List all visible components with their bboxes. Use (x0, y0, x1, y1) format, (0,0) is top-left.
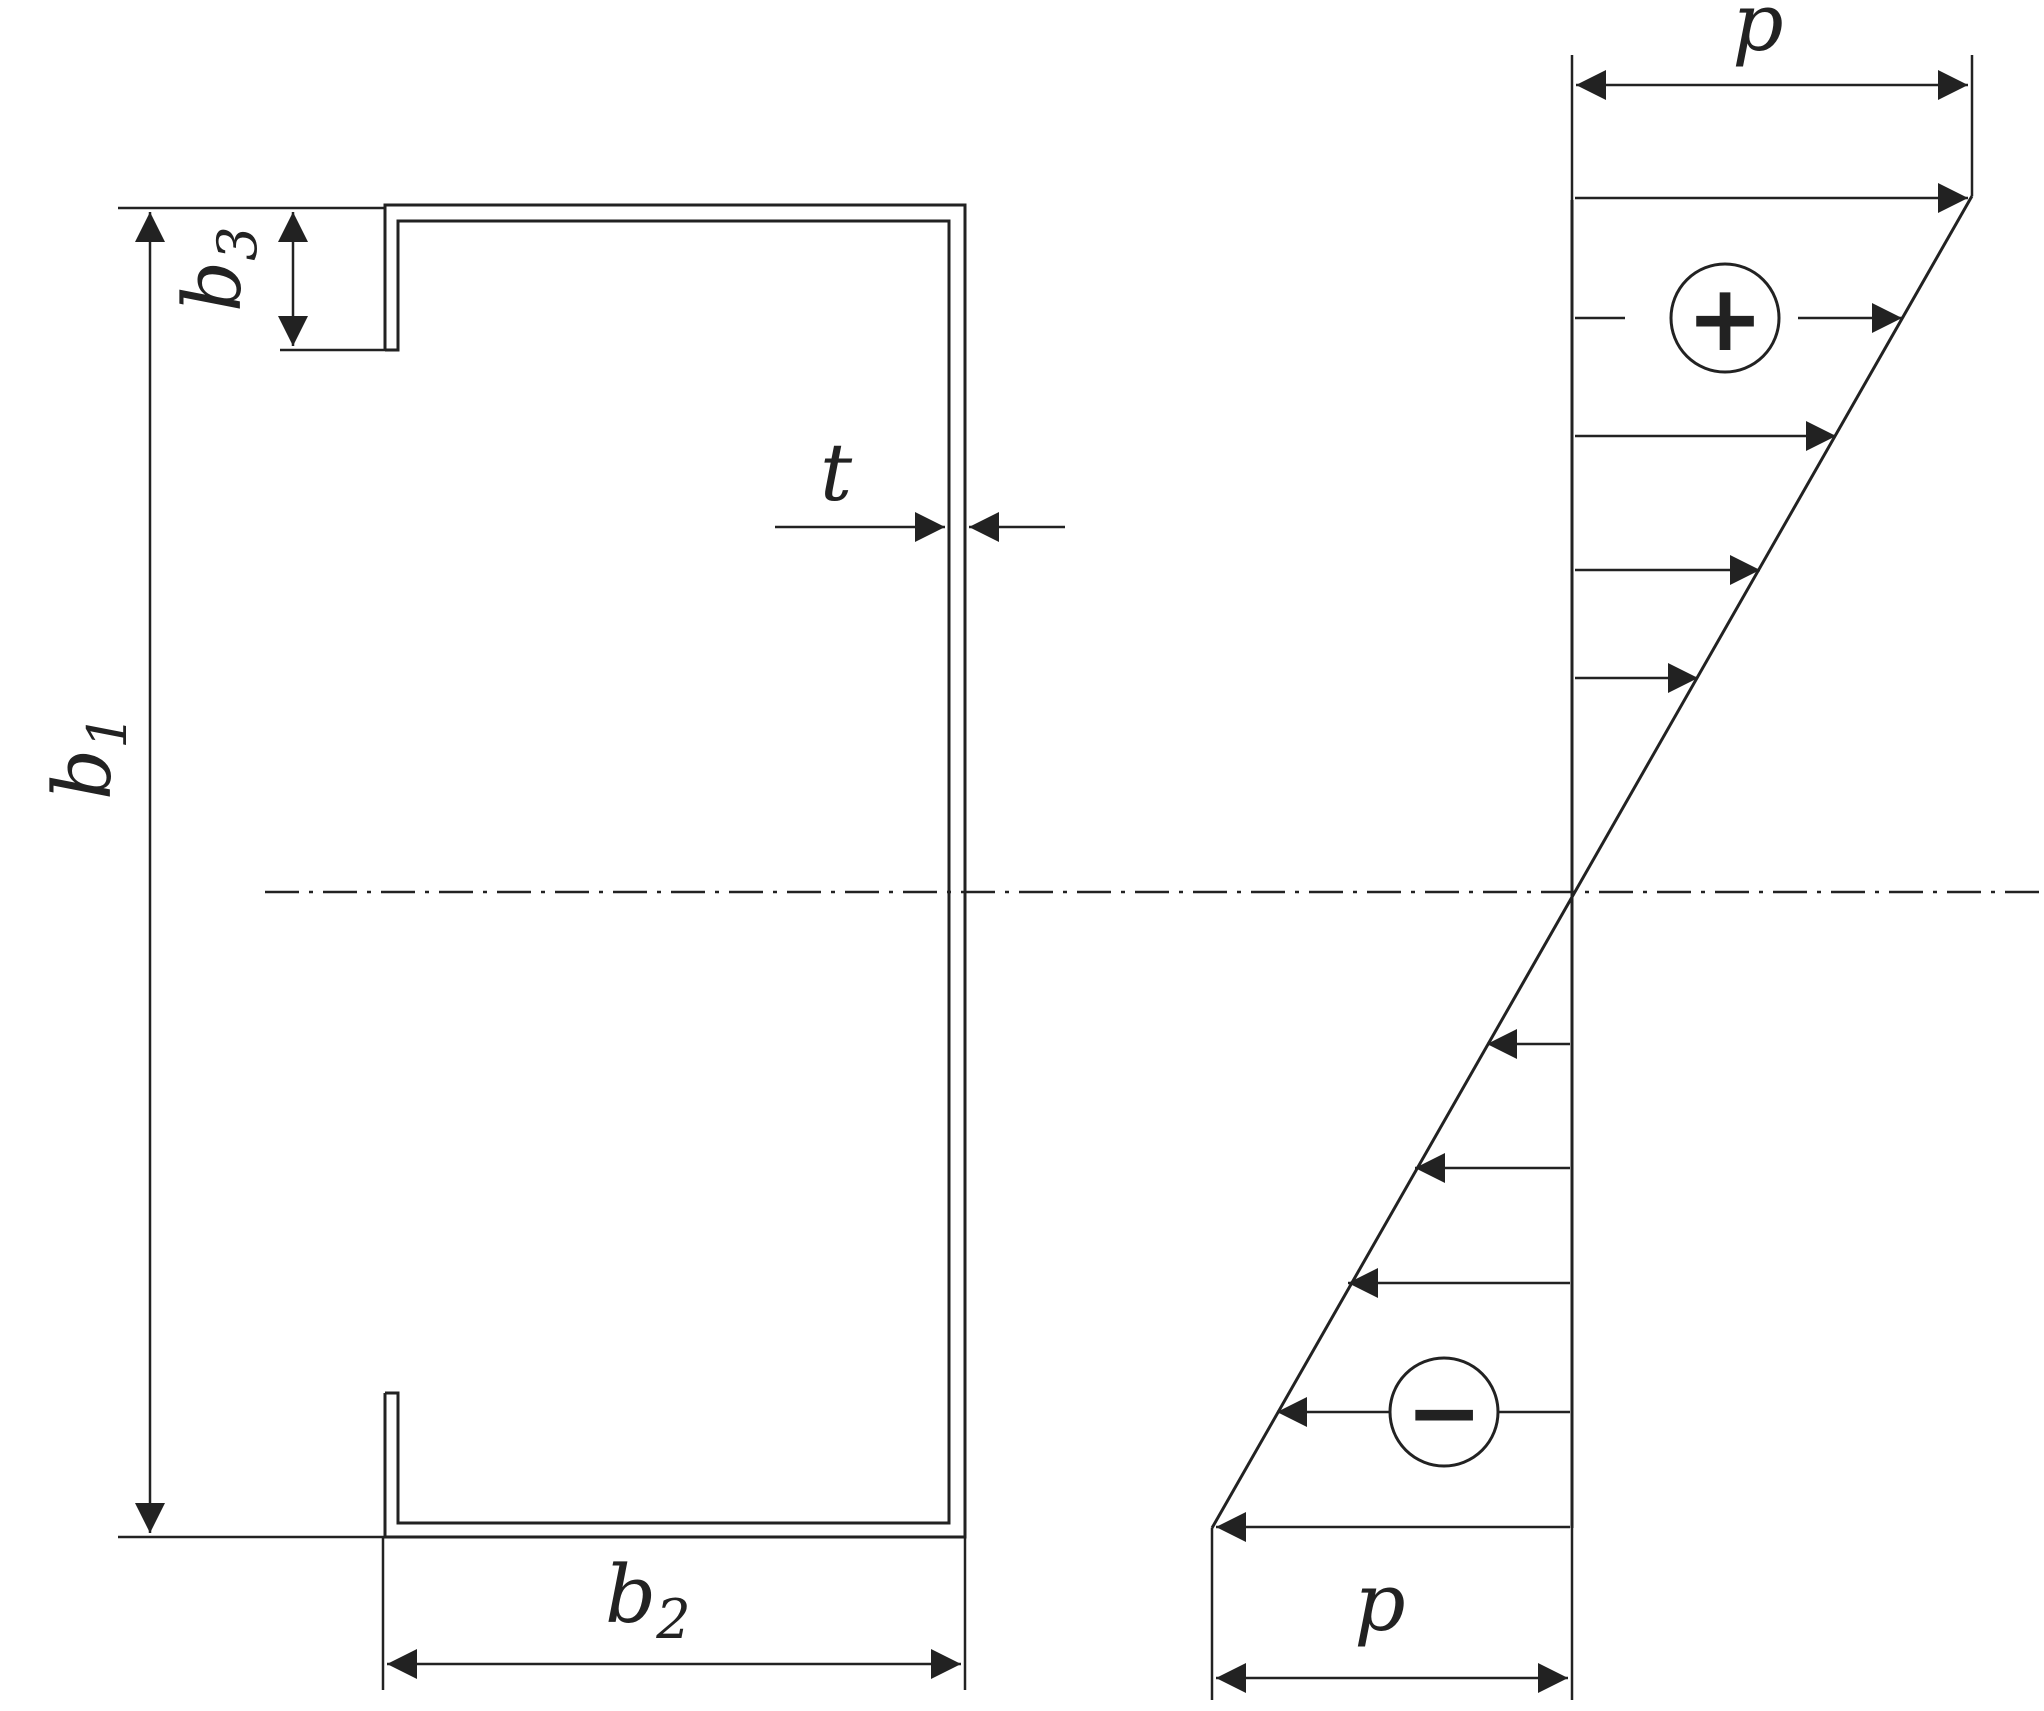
dimension-b3: b3 (166, 212, 385, 352)
dimension-t: t (775, 426, 1065, 542)
label-b3-base: b (166, 261, 259, 312)
label-b1: b1 (36, 714, 139, 800)
dimension-b1: b1 (36, 206, 385, 1539)
label-b3-sub: 3 (206, 226, 269, 260)
stress-distribution: + − (1210, 183, 1974, 1542)
positive-sign-text: + (1686, 265, 1763, 372)
label-b2-sub: 2 (655, 1588, 690, 1651)
label-t: t (820, 426, 853, 519)
label-b2-base: b (605, 1548, 656, 1641)
channel-section (383, 203, 967, 1539)
label-b3: b3 (166, 226, 269, 312)
negative-sign-text: − (1405, 1359, 1482, 1466)
label-b1-sub: 1 (76, 714, 139, 748)
negative-sign: − (1388, 1356, 1500, 1468)
dimension-p-bottom: p (1210, 1528, 1574, 1700)
label-b2: b2 (605, 1548, 691, 1651)
dimension-b2: b2 (381, 1537, 967, 1690)
label-b1-base: b (36, 749, 129, 800)
stress-slope-line (1210, 195, 1974, 1529)
label-p-bottom: p (1354, 1556, 1405, 1649)
positive-sign: + (1669, 262, 1781, 374)
dimension-p-top: p (1570, 0, 1974, 200)
label-p-top: p (1732, 0, 1783, 69)
